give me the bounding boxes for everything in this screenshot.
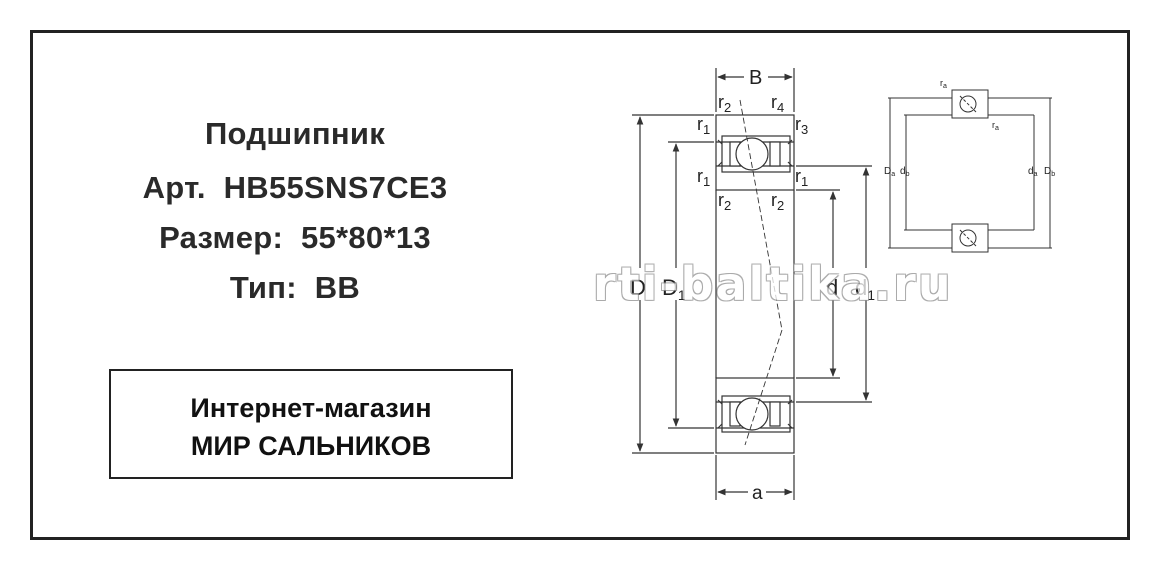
label-r1-top: r1 xyxy=(697,114,710,137)
label-ra-bottom: ra xyxy=(992,120,999,132)
label-r2-bottom-right: r2 xyxy=(771,190,784,213)
label-r2-top: r2 xyxy=(718,92,731,115)
label-Da: Da xyxy=(884,166,895,178)
shop-name: МИР САЛЬНИКОВ xyxy=(190,431,432,461)
bearing-outer-top xyxy=(715,114,795,191)
outer-frame xyxy=(30,30,1130,540)
shop-line-1: Интернет-магазин xyxy=(190,393,432,423)
label-d1: d1 xyxy=(855,275,875,303)
product-article: Арт. HB55SNS7CE3 xyxy=(142,170,448,205)
label-r3: r3 xyxy=(795,114,808,137)
label-r4: r4 xyxy=(771,92,784,115)
label-r1-right: r1 xyxy=(795,166,808,189)
product-size: Размер: 55*80*13 xyxy=(159,220,431,255)
label-r2-bottom-left: r2 xyxy=(718,190,731,213)
product-title: Подшипник xyxy=(204,116,386,151)
label-da: da xyxy=(1028,166,1038,178)
label-Db: Db xyxy=(1044,166,1055,178)
label-D: D xyxy=(630,275,646,300)
label-D1: D1 xyxy=(662,275,686,303)
bearing-outer-bottom xyxy=(715,377,795,454)
product-type: Тип: BB xyxy=(229,270,361,305)
ball-top xyxy=(735,137,769,171)
label-ra-top: ra xyxy=(940,78,947,90)
contact-line xyxy=(739,99,783,331)
label-db: db xyxy=(900,166,910,178)
label-a: a xyxy=(752,483,763,504)
label-d: d xyxy=(826,275,838,300)
label-r1-left: r1 xyxy=(697,166,710,189)
shop-box: Интернет-магазин МИР САЛЬНИКОВ xyxy=(109,369,513,479)
watermark: rti-baltika.ru xyxy=(593,257,953,311)
ball-bottom xyxy=(735,397,769,431)
mounting-drawing xyxy=(888,89,1052,253)
label-B: B xyxy=(749,67,762,89)
